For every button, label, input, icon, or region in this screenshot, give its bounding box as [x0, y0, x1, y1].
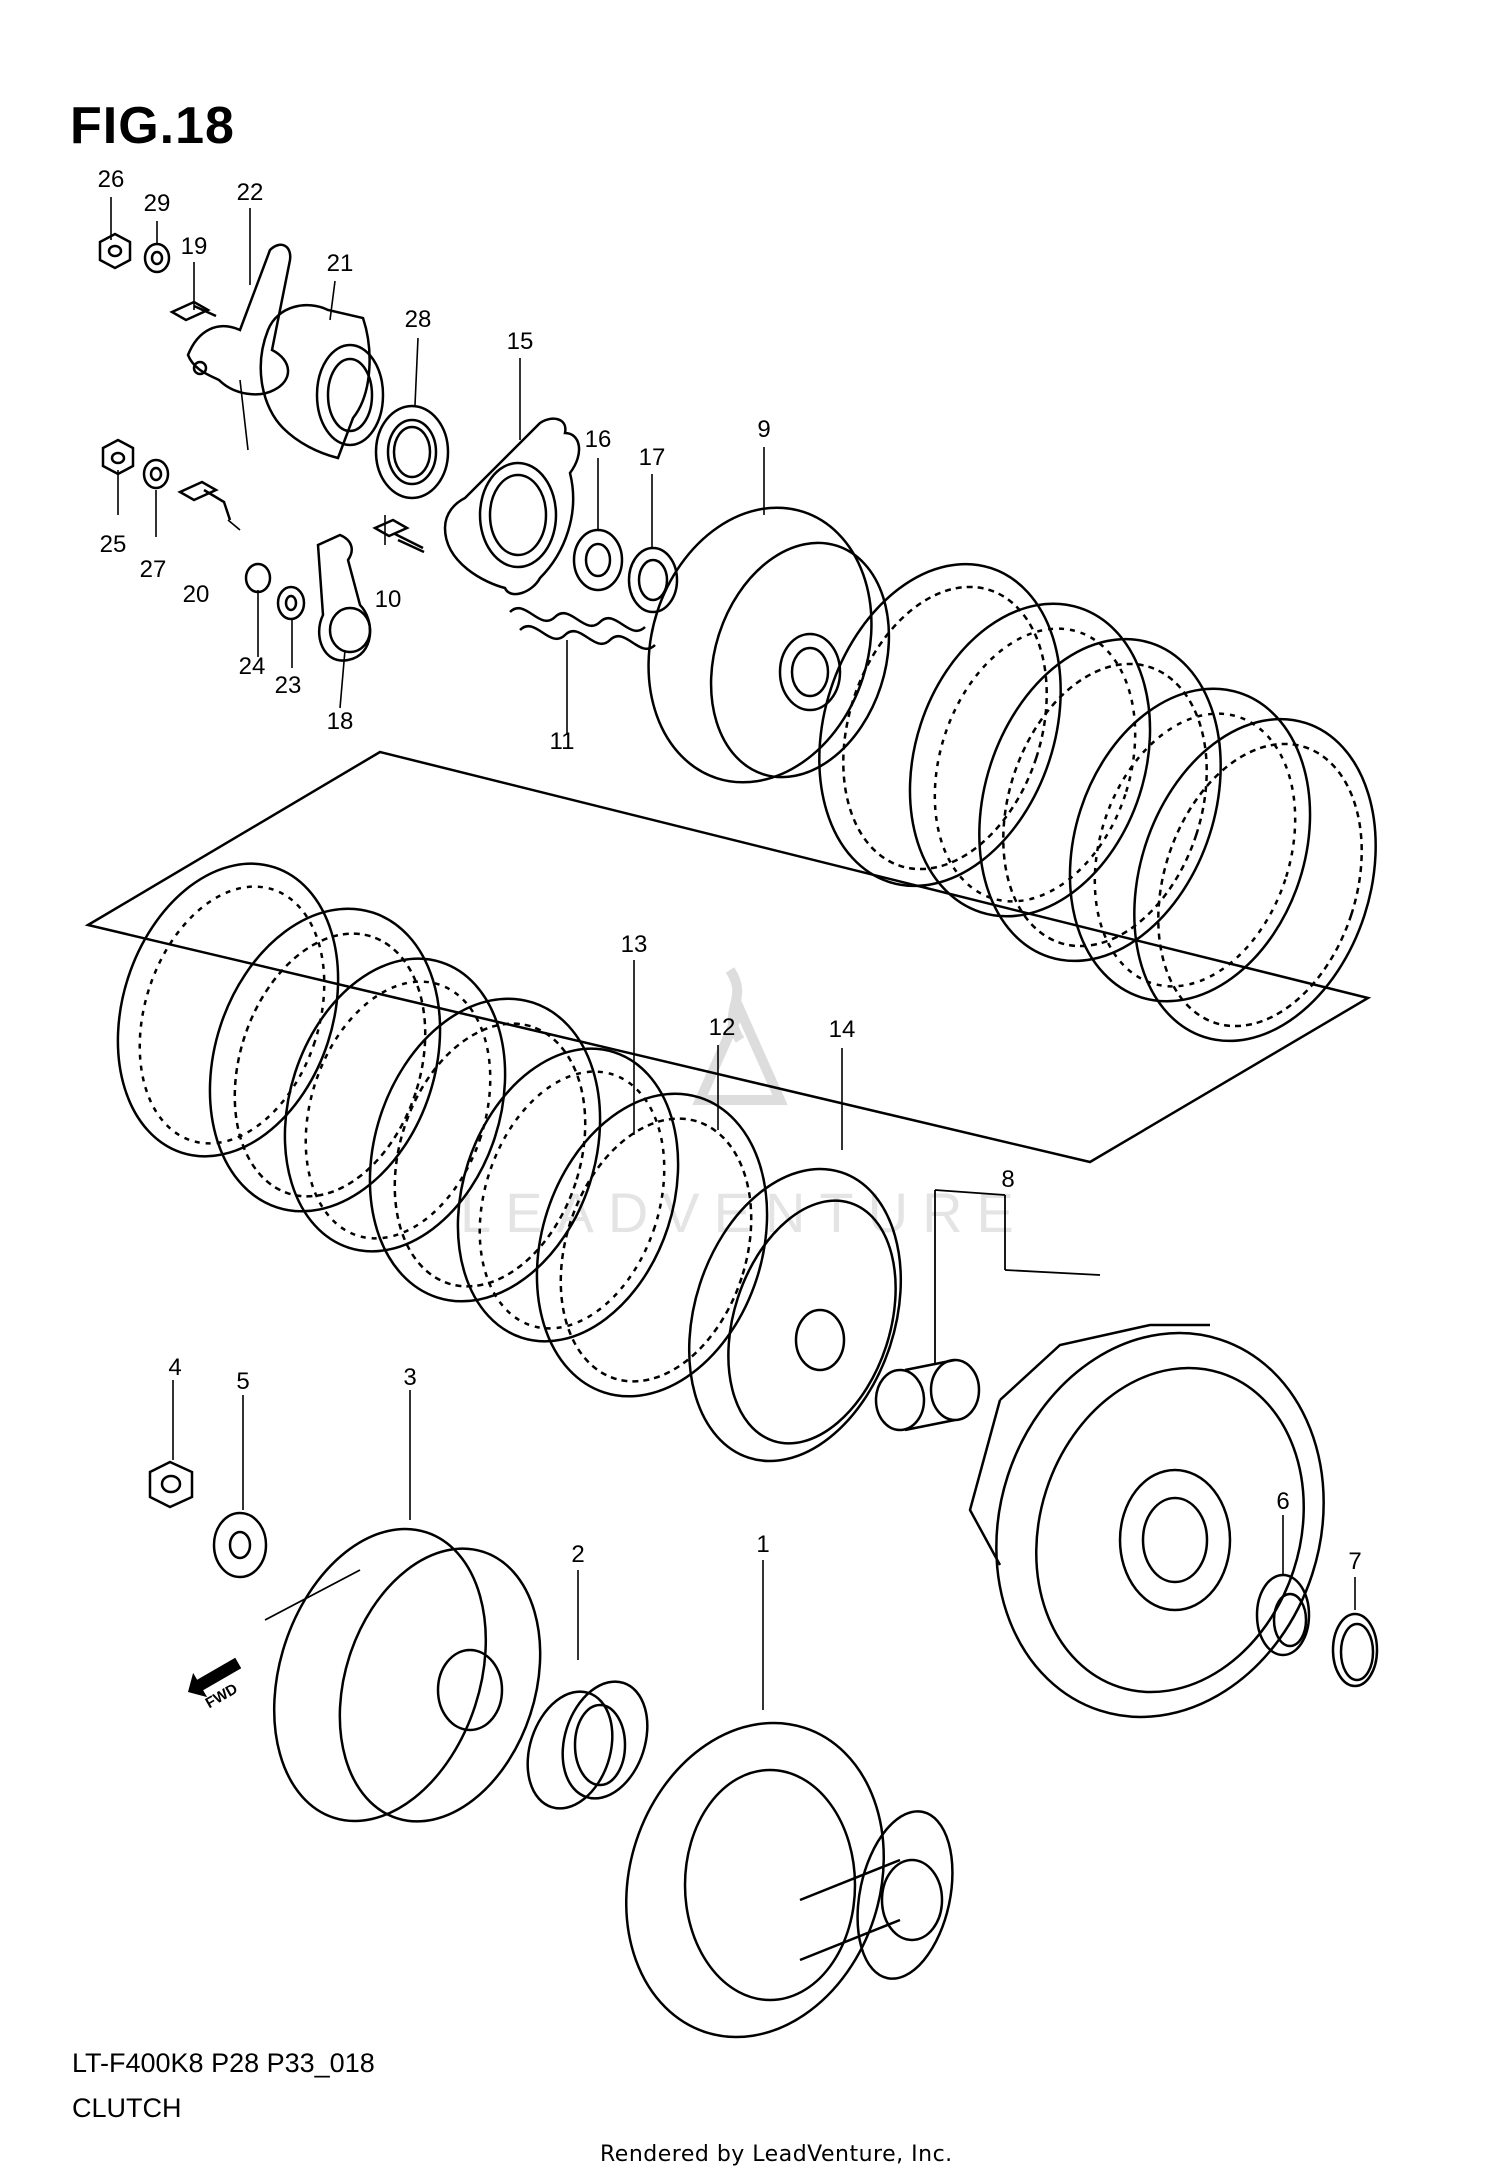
callout-7: 7 [1348, 1548, 1362, 1575]
part-15-plate [443, 417, 581, 596]
part-5-washer [212, 1511, 268, 1579]
leadventure-watermark-logo [692, 967, 788, 1105]
part-2-one-way-clutch [526, 1680, 649, 1810]
part-27-washer [142, 458, 170, 490]
part-10-bolt [372, 518, 425, 554]
render-credit: Rendered by LeadVenture, Inc. [600, 2142, 953, 2167]
fwd-label: FWD [203, 1680, 241, 1712]
upper-plate-stack [818, 562, 1377, 1043]
part-16-bearing [572, 528, 624, 592]
callout-27: 27 [139, 556, 167, 583]
figure-code: LT-F400K8 P28 P33_018 [72, 2048, 375, 2078]
bracket-line-8 [934, 1189, 1101, 1365]
callout-25: 25 [99, 531, 127, 558]
part-1-primary-gear [624, 1721, 954, 2039]
part-21-housing [259, 303, 385, 460]
part-28-bearing [374, 404, 450, 500]
part-14-plate [687, 1167, 903, 1463]
callout-16: 16 [584, 426, 612, 453]
callout-23: 23 [274, 672, 302, 699]
part-6-washer [1255, 1573, 1311, 1657]
callout-1: 1 [756, 1531, 770, 1558]
part-22-lever [186, 243, 292, 396]
part-17-washer [627, 546, 679, 614]
callout-22: 22 [236, 179, 264, 206]
part-29-washer [143, 242, 171, 274]
callout-24: 24 [238, 653, 266, 680]
part-8-sleeve [874, 1358, 981, 1432]
callout-11: 11 [549, 728, 575, 755]
callout-6: 6 [1276, 1488, 1290, 1515]
callout-2: 2 [571, 1541, 585, 1568]
callout-5: 5 [236, 1368, 250, 1395]
callout-9: 9 [757, 416, 771, 443]
part-20-bolt [177, 480, 232, 521]
callout-13: 13 [620, 931, 648, 958]
clutch-housing [968, 1323, 1325, 1719]
part-19-bolt [169, 300, 217, 322]
part-26-nut [98, 232, 132, 270]
part-11-springs [509, 607, 656, 650]
part-23-washer [276, 585, 306, 621]
callout-18: 18 [326, 708, 354, 735]
callout-14: 14 [828, 1016, 856, 1043]
callout-8: 8 [1001, 1166, 1015, 1193]
callout-10: 10 [374, 586, 402, 613]
callout-17: 17 [638, 444, 666, 471]
figure-name: CLUTCH [72, 2093, 182, 2123]
figure-title: FIG.18 [70, 97, 235, 155]
callout-4: 4 [168, 1354, 182, 1381]
part-3-starter-clutch [264, 1527, 542, 1823]
callout-12: 12 [708, 1014, 736, 1041]
part-9-pressure-plate [647, 506, 891, 784]
lower-plate-stack [116, 862, 769, 1398]
callout-15: 15 [506, 328, 534, 355]
leader-lines [110, 197, 1356, 1710]
part-25-nut [101, 438, 135, 476]
callout-20: 20 [182, 581, 210, 608]
fwd-arrow-icon [188, 1657, 242, 1698]
fwd-text: FWD [203, 1680, 241, 1712]
callout-3: 3 [403, 1364, 417, 1391]
part-4-nut [148, 1460, 194, 1509]
part-7-ring [1331, 1612, 1379, 1688]
part-24-clip [244, 562, 272, 594]
plate-group-outline [84, 750, 1372, 1164]
watermark-text: LEADVENTURE [460, 1181, 1028, 1244]
callout-28: 28 [404, 306, 432, 333]
part-18-arm [316, 533, 372, 662]
callout-29: 29 [143, 190, 171, 217]
callout-19: 19 [180, 233, 208, 260]
callout-21: 21 [326, 250, 354, 277]
callout-26: 26 [97, 166, 125, 193]
